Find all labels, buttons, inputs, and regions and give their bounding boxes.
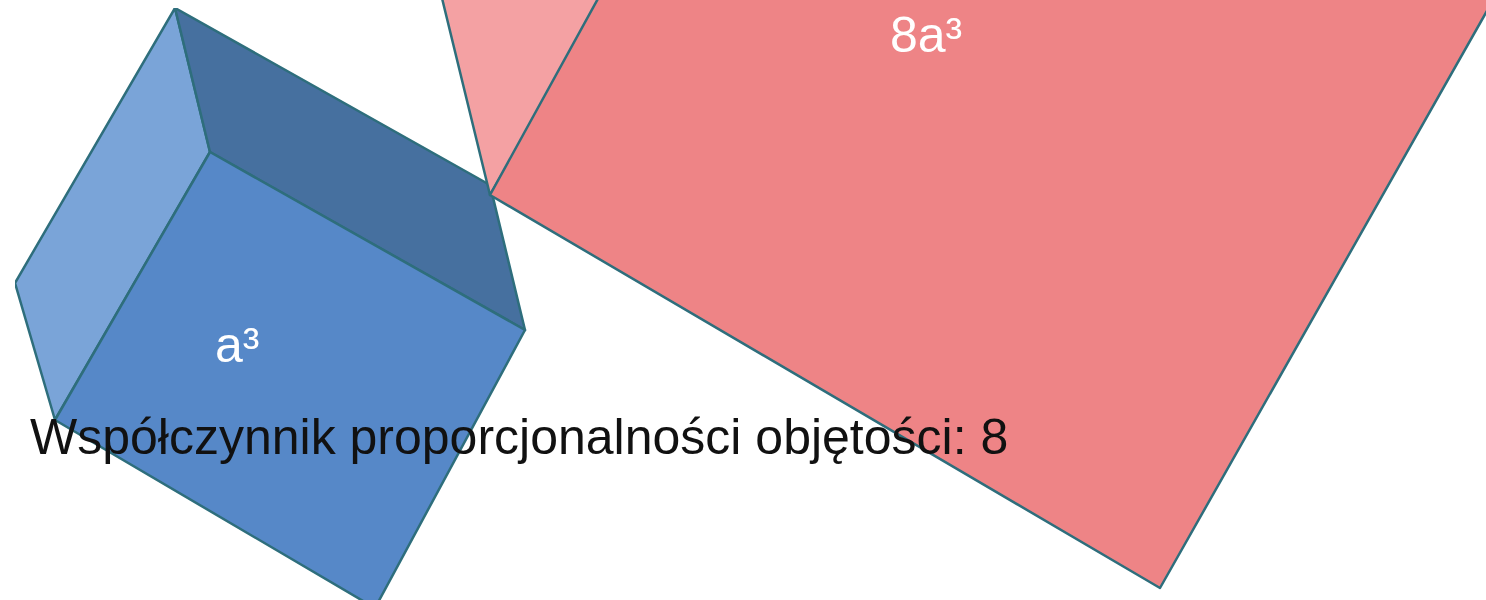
cube-outline <box>440 0 1486 590</box>
cube-outline <box>15 8 530 600</box>
large-cube: 8a³ <box>440 0 1486 590</box>
volume-label: a³ <box>215 320 259 370</box>
cube-face <box>490 0 1486 588</box>
ratio-caption: Współczynnik proporcjonalności objętości… <box>30 410 1008 465</box>
volume-label: 8a³ <box>890 10 962 60</box>
cube-face <box>55 152 525 600</box>
small-cube: a³ <box>15 8 530 600</box>
